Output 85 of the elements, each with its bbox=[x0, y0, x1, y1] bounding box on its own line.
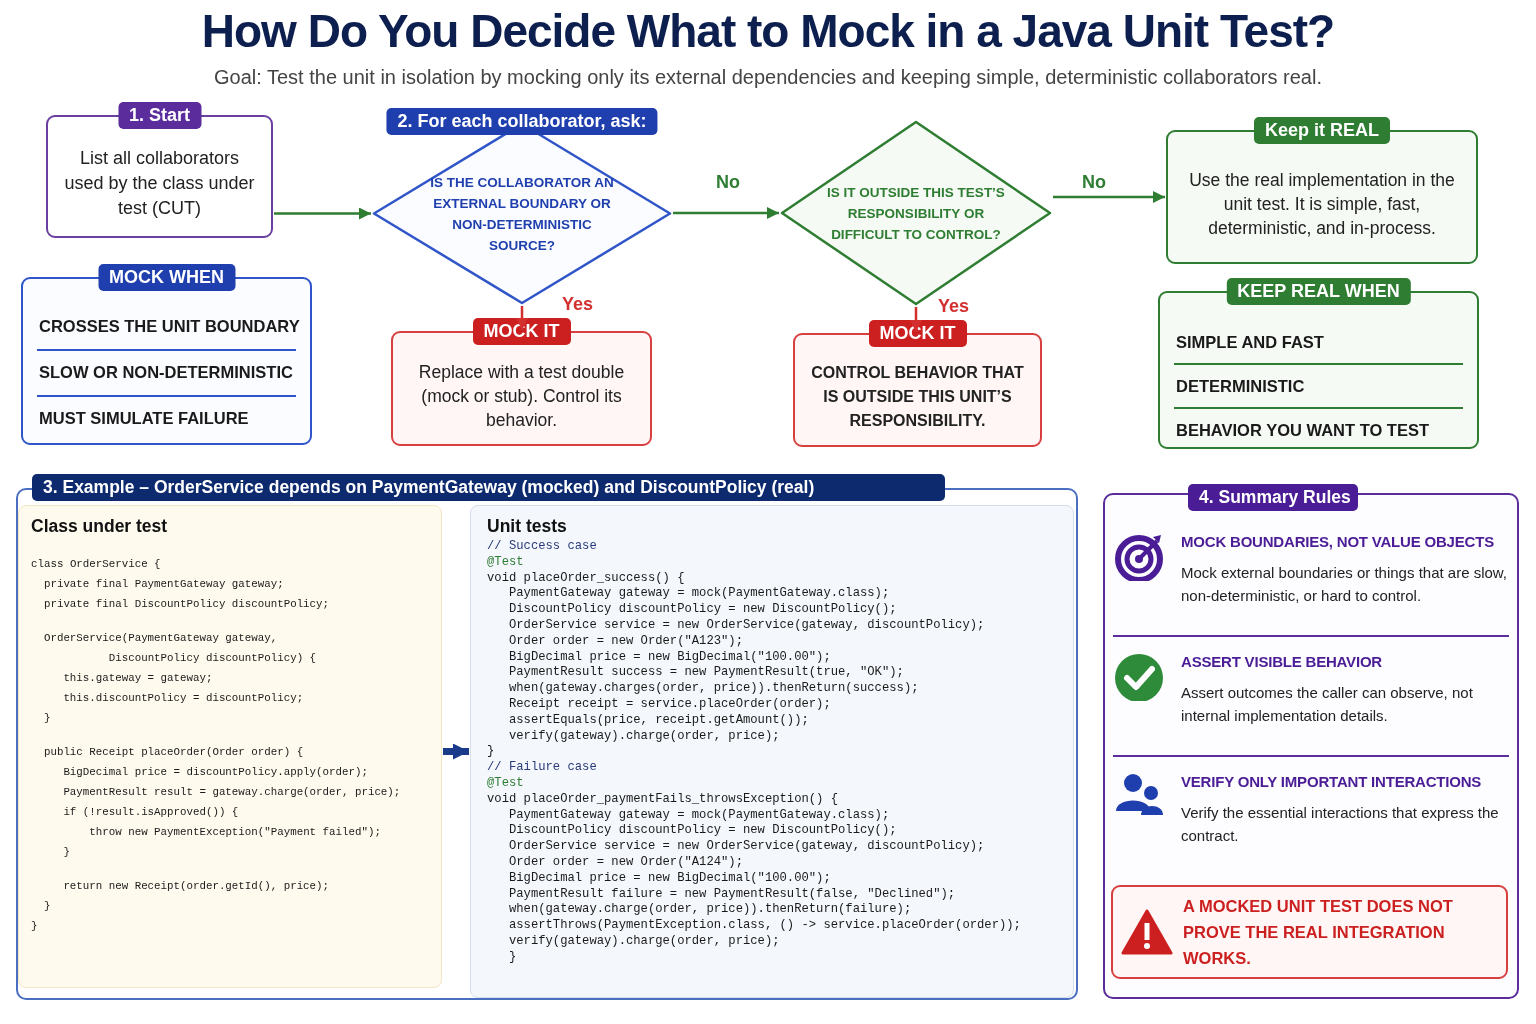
code-line: when(gateway.charges(order, price)).thenReturn(success); bbox=[507, 681, 919, 697]
code-line: @Test bbox=[487, 776, 524, 792]
code-line: BigDecimal price = new BigDecimal("100.00"); bbox=[507, 649, 831, 666]
code-line: } bbox=[487, 744, 495, 761]
code-line: OrderService service = new OrderService(gateway, discountPolicy); bbox=[507, 618, 985, 634]
warning-card bbox=[1111, 885, 1508, 979]
code-line: } bbox=[42, 711, 51, 726]
section-badge: Keep it REAL bbox=[1254, 117, 1390, 144]
code-line: if (!result.isApproved()) { bbox=[62, 805, 239, 820]
section-badge: 1. Start bbox=[118, 102, 201, 129]
code-line: Receipt receipt = service.placeOrder(order); bbox=[507, 697, 831, 713]
page-title: How Do You Decide What to Mock in a Java Unit Test? bbox=[200, 4, 1336, 58]
section-badge: 4. Summary Rules bbox=[1188, 484, 1358, 511]
code-line: verify(gateway).charge(order, price); bbox=[507, 934, 780, 950]
criteria-text: BEHAVIOR YOU WANT TO TEST bbox=[1176, 420, 1431, 441]
code-line: DiscountPolicy discountPolicy) { bbox=[107, 651, 317, 666]
code-line: private final PaymentGateway gateway; bbox=[42, 577, 284, 592]
arrow bbox=[443, 743, 469, 760]
section-badge: MOCK WHEN bbox=[98, 264, 235, 291]
arrow bbox=[1053, 191, 1165, 203]
body-text: Use the real implementation in the unit test. It is simple, fast, deterministic, and in-process. bbox=[1188, 169, 1456, 240]
subtitle-text: Goal: Test the unit in isolation by mocking only its external dependencies and keeping simple, deterministic collaborators real. bbox=[213, 66, 1323, 89]
code-line: class OrderService { bbox=[31, 557, 161, 572]
code-line: PaymentResult failure = new PaymentResult(false, "Declined"); bbox=[507, 886, 956, 903]
section-badge: MOCK IT bbox=[868, 320, 967, 347]
question-text: IS IT OUTSIDE THIS TEST’S RESPONSIBILITY OR DIFFICULT TO CONTROL? bbox=[826, 183, 1006, 244]
code-panel bbox=[18, 505, 442, 988]
arrow bbox=[516, 306, 528, 330]
criteria-text: SLOW OR NON-DETERMINISTIC bbox=[39, 362, 294, 383]
code-line: @Test bbox=[487, 554, 524, 571]
section-badge: KEEP REAL WHEN bbox=[1226, 278, 1411, 305]
code-line: BigDecimal price = discountPolicy.apply(order); bbox=[62, 765, 368, 780]
code-line: Order order = new Order("A123"); bbox=[507, 633, 743, 650]
code-line: OrderService service = new OrderService(gateway, discountPolicy); bbox=[507, 839, 985, 855]
code-line: void placeOrder_success() { bbox=[487, 570, 685, 587]
code-line: assertEquals(price, receipt.getAmount()); bbox=[507, 712, 809, 729]
arrow bbox=[910, 307, 922, 332]
arrow bbox=[274, 207, 371, 220]
section-badge: MOCK IT bbox=[472, 318, 571, 345]
code-line: } bbox=[62, 845, 70, 860]
criteria-text: MUST SIMULATE FAILURE bbox=[39, 408, 250, 429]
code-line: DiscountPolicy discountPolicy = new DiscountPolicy(); bbox=[507, 823, 897, 840]
rule-heading: VERIFY ONLY IMPORTANT INTERACTIONS bbox=[1181, 773, 1482, 790]
warning-text: A MOCKED UNIT TEST DOES NOT PROVE THE REAL INTEGRATION WORKS. bbox=[1183, 896, 1454, 969]
code-line: assertThrows(PaymentException.class, () -> service.placeOrder(order)); bbox=[507, 918, 1021, 934]
body-text: CONTROL BEHAVIOR THAT IS OUTSIDE THIS UNIT’S RESPONSIBILITY. bbox=[810, 363, 1025, 431]
code-line: PaymentResult success = new PaymentResult(true, "OK"); bbox=[507, 665, 904, 682]
section-badge: 3. Example – OrderService depends on PaymentGateway (mocked) and DiscountPolicy (real) bbox=[32, 474, 945, 501]
rule-heading: MOCK BOUNDARIES, NOT VALUE OBJECTS bbox=[1181, 533, 1494, 550]
code-panel bbox=[470, 505, 1074, 998]
code-line: void placeOrder_paymentFails_throwsException() { bbox=[487, 791, 839, 808]
rule-text: Mock external boundaries or things that are slow, non-deterministic, or hard to control. bbox=[1181, 563, 1508, 606]
rule-text: Assert outcomes the caller can observe, not internal implementation details. bbox=[1181, 683, 1474, 726]
code-line: this.discountPolicy = discountPolicy; bbox=[62, 691, 304, 706]
code-line: Order order = new Order("A124"); bbox=[507, 855, 743, 871]
code-line: public Receipt placeOrder(Order order) { bbox=[42, 745, 304, 760]
code-line: BigDecimal price = new BigDecimal("100.00"); bbox=[507, 870, 831, 887]
code-line: DiscountPolicy discountPolicy = new DiscountPolicy(); bbox=[507, 602, 897, 618]
code-line: } bbox=[507, 949, 517, 966]
panel-heading: Class under test bbox=[31, 516, 168, 537]
criteria-text: SIMPLE AND FAST bbox=[1176, 332, 1325, 353]
code-line: OrderService(PaymentGateway gateway, bbox=[42, 631, 278, 646]
body-text: List all collaborators used by the class under test (CUT) bbox=[63, 147, 256, 220]
rule-text: Verify the essential interactions that express the contract. bbox=[1181, 803, 1500, 846]
criteria-text: DETERMINISTIC bbox=[1176, 376, 1306, 397]
code-line: } bbox=[31, 919, 38, 934]
code-line: private final DiscountPolicy discountPolicy; bbox=[42, 597, 330, 612]
code-line: PaymentGateway gateway = mock(PaymentGateway.class); bbox=[507, 586, 890, 603]
code-line: when(gateway.charge(order, price)).thenReturn(failure); bbox=[507, 902, 912, 919]
code-line: // Failure case bbox=[487, 760, 597, 776]
question-text: IS THE COLLABORATOR AN EXTERNAL BOUNDARY OR NON-DETERMINISTIC SOURCE? bbox=[429, 173, 615, 255]
code-line: verify(gateway).charge(order, price); bbox=[507, 728, 780, 745]
code-line: // Success case bbox=[487, 539, 597, 555]
code-line: } bbox=[42, 899, 51, 914]
criteria-text: CROSSES THE UNIT BOUNDARY bbox=[39, 316, 300, 337]
code-line: return new Receipt(order.getId(), price); bbox=[62, 879, 330, 894]
code-line: throw new PaymentException("Payment failed"); bbox=[88, 825, 381, 840]
panel-heading: Unit tests bbox=[487, 516, 567, 537]
rule-heading: ASSERT VISIBLE BEHAVIOR bbox=[1181, 653, 1382, 670]
arrow bbox=[673, 207, 779, 219]
code-line: PaymentGateway gateway = mock(PaymentGateway.class); bbox=[507, 807, 890, 824]
body-text: Replace with a test double (mock or stub). Control its behavior. bbox=[417, 360, 626, 432]
code-line: this.gateway = gateway; bbox=[62, 671, 213, 686]
code-line: PaymentResult result = gateway.charge(order, price); bbox=[62, 785, 401, 800]
section-badge: 2. For each collaborator, ask: bbox=[386, 108, 658, 135]
